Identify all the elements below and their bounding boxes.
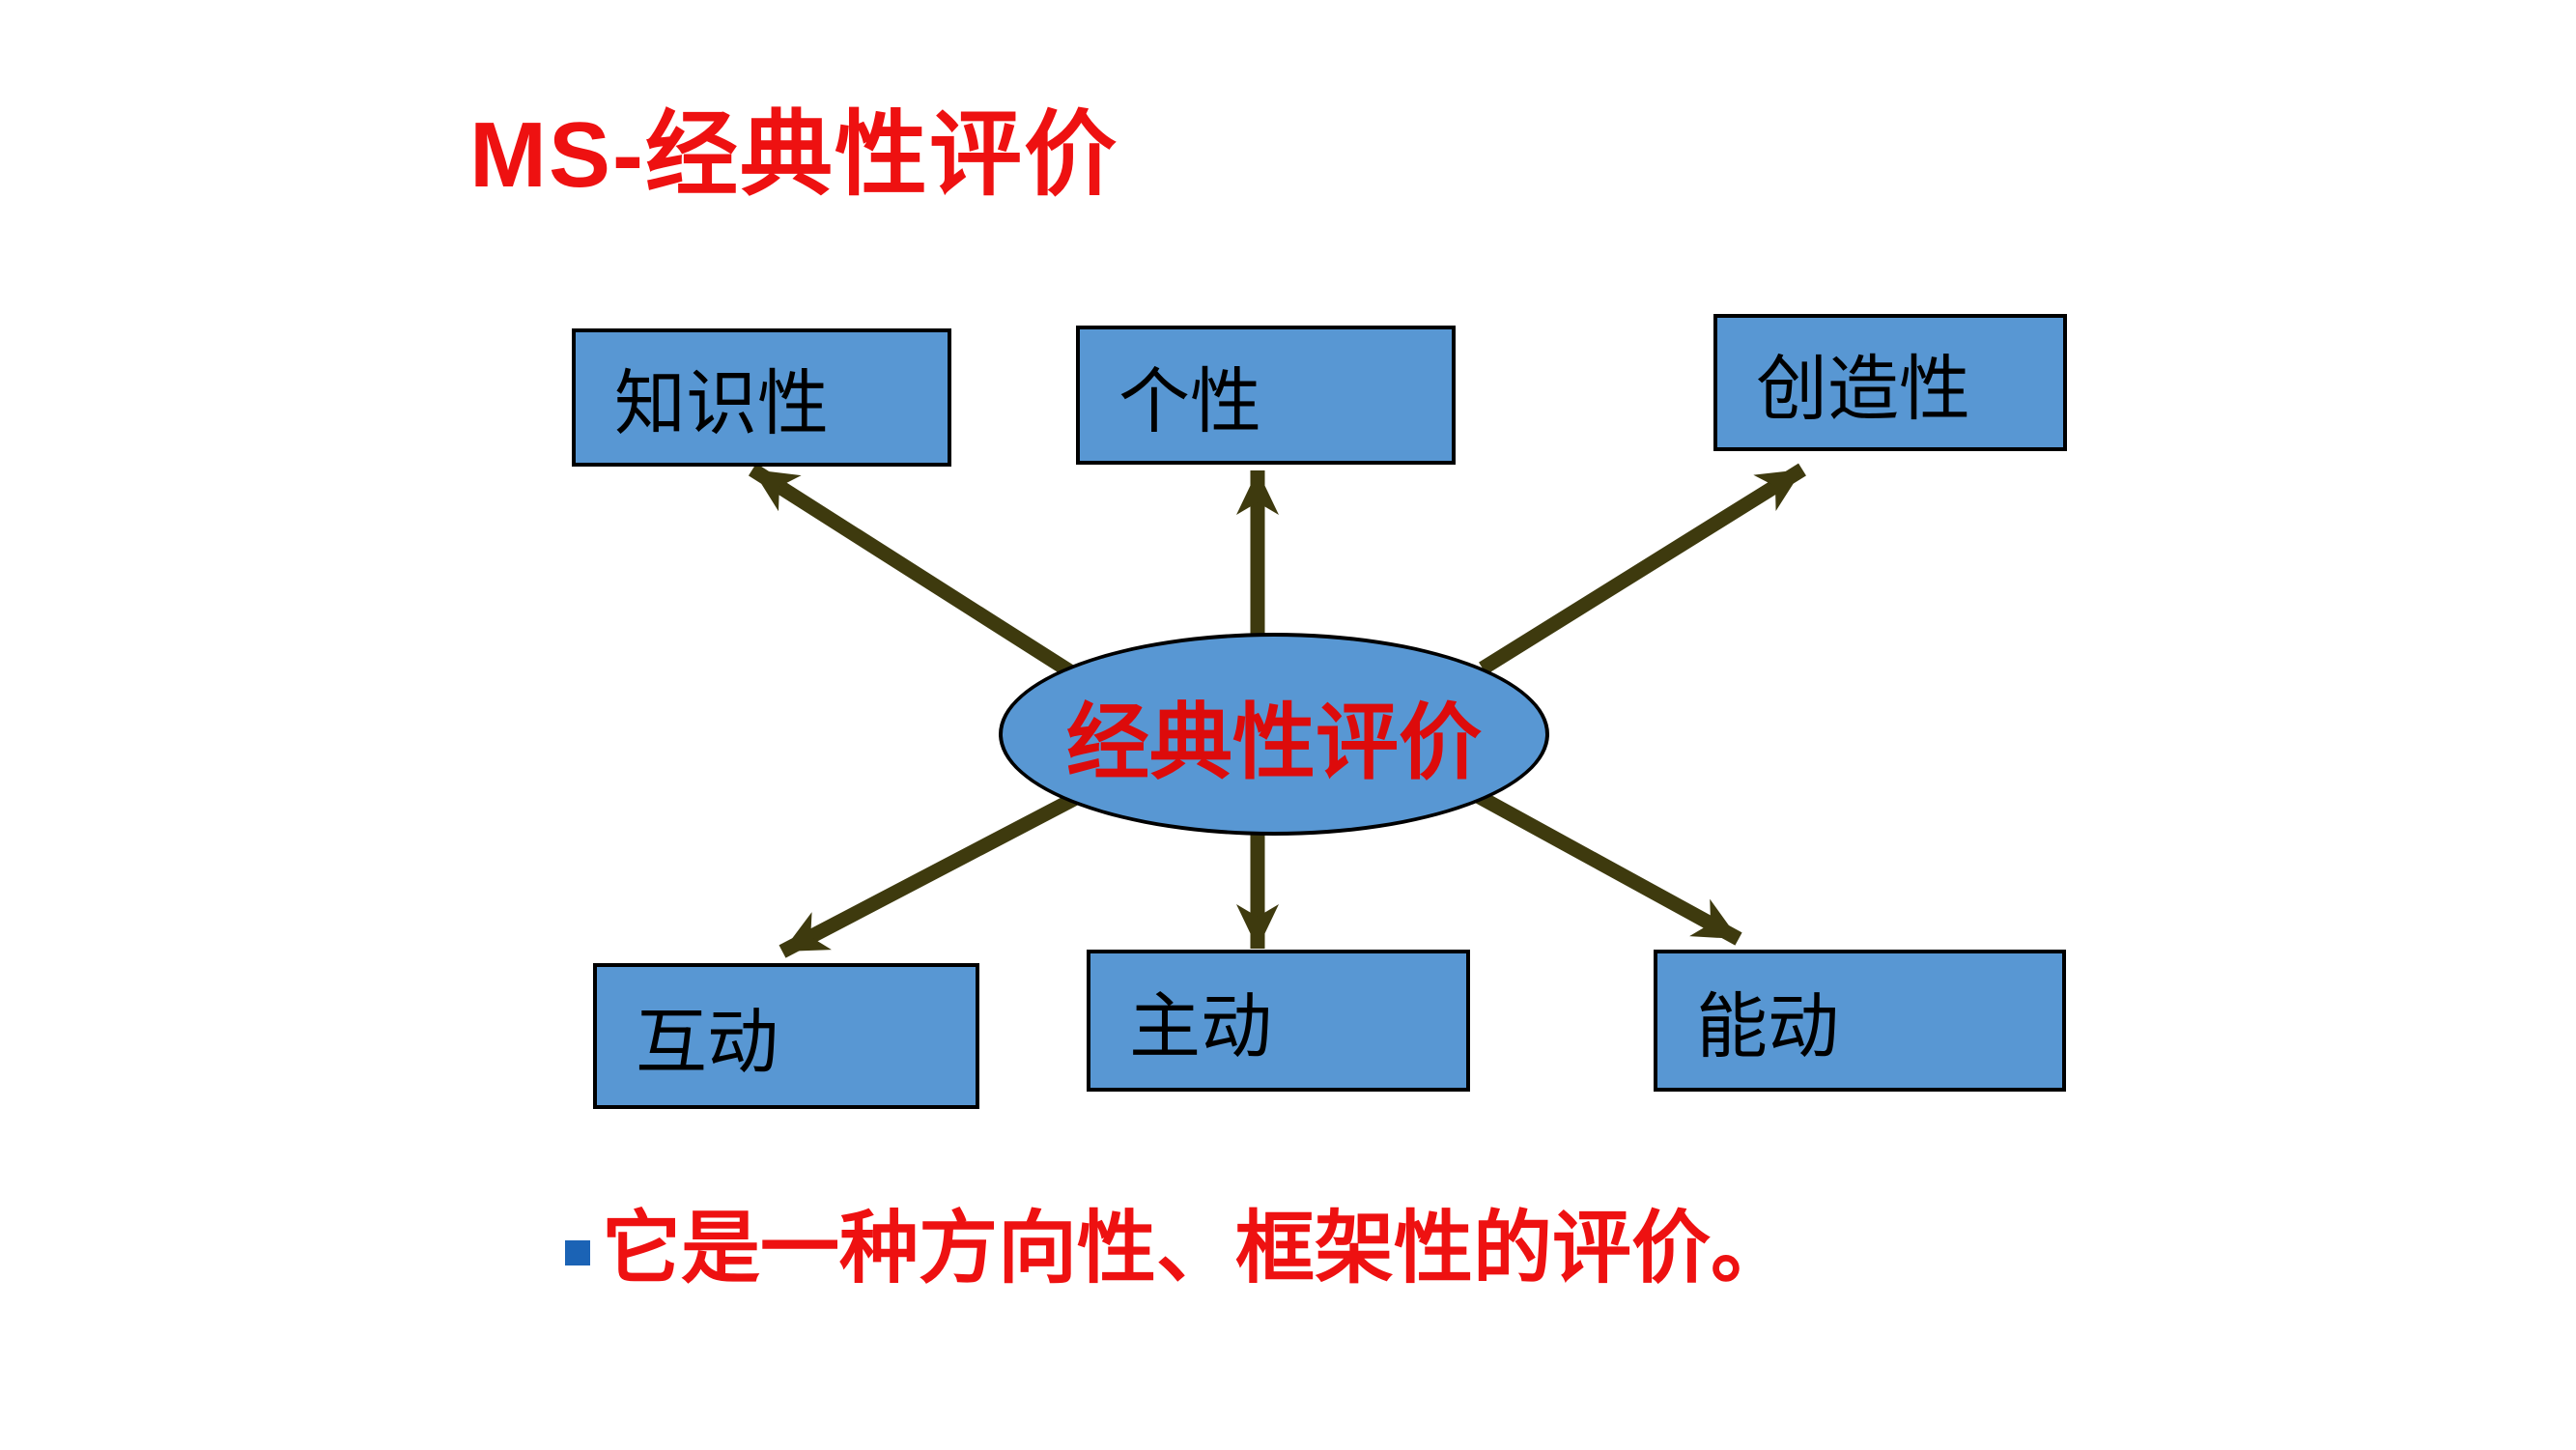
node-gexing: 个性 bbox=[1076, 326, 1456, 465]
node-zhudong-label: 主动 bbox=[1129, 988, 1272, 1067]
node-hudong-label: 互动 bbox=[636, 1004, 778, 1083]
arrow-to-chuangzaoxing bbox=[1479, 463, 1806, 675]
bullet-square-icon bbox=[565, 1240, 590, 1265]
center-ellipse-label: 经典性评价 bbox=[1066, 696, 1482, 789]
node-hudong: 互动 bbox=[593, 963, 979, 1109]
arrow-to-zhishixing bbox=[748, 463, 1091, 689]
node-nengdong: 能动 bbox=[1654, 950, 2066, 1092]
footer-bullet-row: 它是一种方向性、框架性的评价。 bbox=[565, 1205, 1791, 1293]
slide-title: MS-经典性评价 bbox=[469, 103, 1118, 207]
center-ellipse: 经典性评价 bbox=[999, 633, 1549, 836]
node-nengdong-label: 能动 bbox=[1696, 988, 1839, 1067]
arrow-to-nengdong bbox=[1474, 789, 1742, 946]
node-zhudong: 主动 bbox=[1087, 950, 1470, 1092]
node-chuangzaoxing-label: 创造性 bbox=[1756, 350, 1970, 430]
node-chuangzaoxing: 创造性 bbox=[1713, 314, 2067, 451]
node-zhishixing-label: 知识性 bbox=[614, 365, 829, 444]
node-gexing-label: 个性 bbox=[1118, 362, 1261, 442]
footer-bullet-text: 它是一种方向性、框架性的评价。 bbox=[602, 1205, 1791, 1293]
arrow-to-hudong bbox=[778, 781, 1100, 958]
node-zhishixing: 知识性 bbox=[572, 328, 951, 467]
